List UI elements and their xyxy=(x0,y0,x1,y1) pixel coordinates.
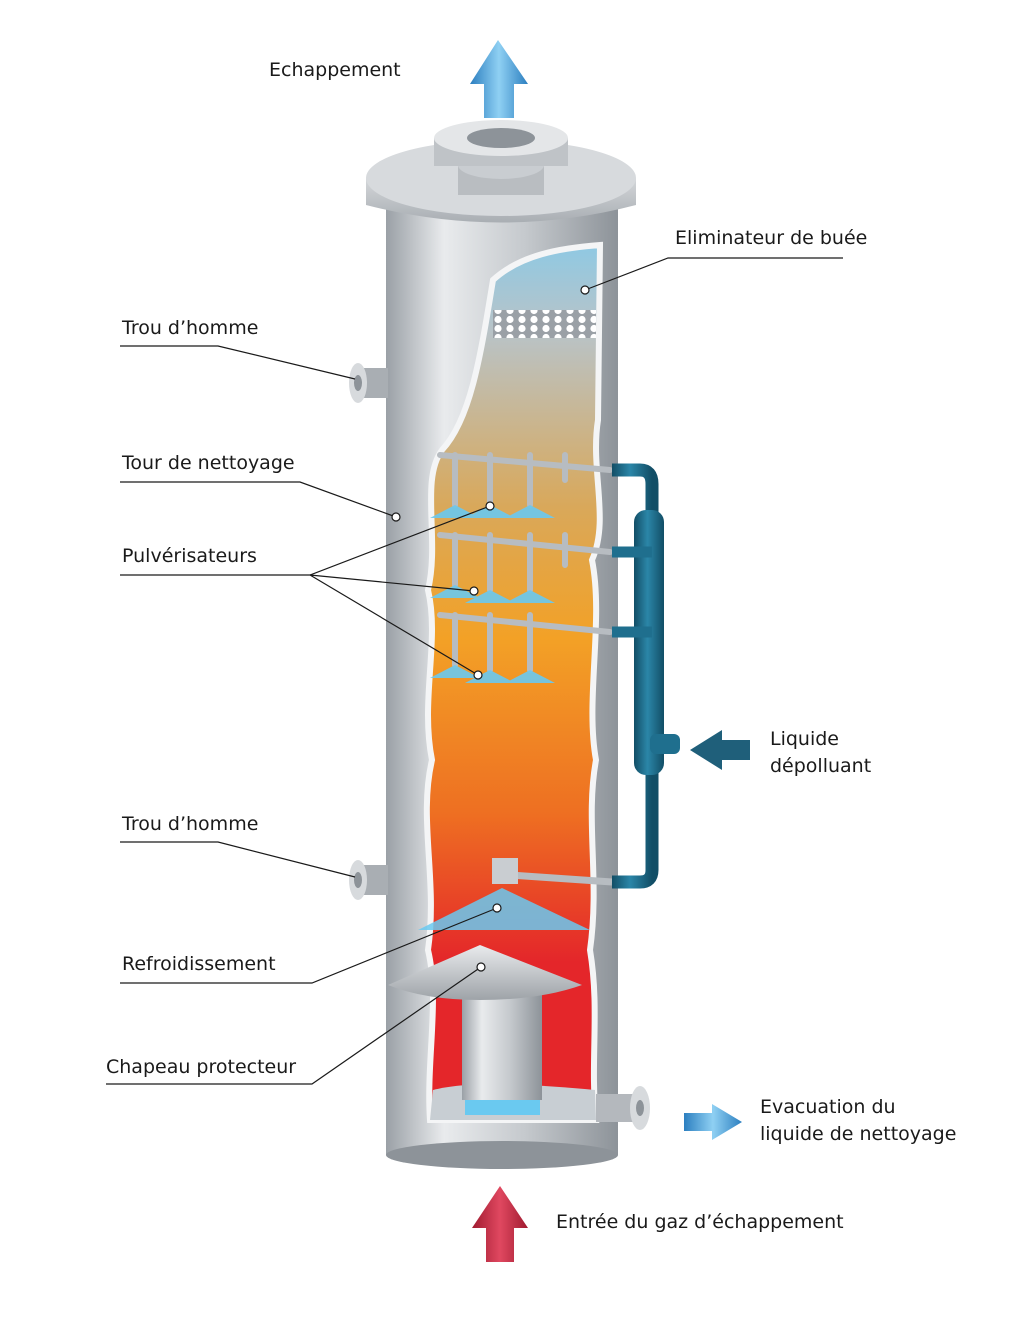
tower-top xyxy=(366,120,636,223)
drain-outlet xyxy=(596,1086,650,1130)
gas-inlet-arrow-icon xyxy=(472,1186,528,1262)
label-gas-inlet: Entrée du gaz d’échappement xyxy=(556,1211,844,1233)
label-manhole-top: Trou d’homme xyxy=(122,317,259,339)
label-mist-eliminator: Eliminateur de buée xyxy=(675,227,868,249)
label-protective-cap: Chapeau protecteur xyxy=(106,1056,297,1078)
drain-arrow-icon xyxy=(684,1104,742,1140)
leader-lines xyxy=(106,257,843,1085)
label-drain: Evacuation du liquide de nettoyage xyxy=(760,1094,956,1148)
sprayer-headers xyxy=(437,452,613,673)
manhole-top xyxy=(349,363,388,403)
label-sprayers: Pulvérisateurs xyxy=(122,545,257,567)
quench-nozzle xyxy=(418,858,613,930)
liquid-in-arrow-icon xyxy=(690,730,750,770)
manhole-bottom xyxy=(349,860,388,900)
label-scrubbing-liquid: Liquide dépolluant xyxy=(770,726,871,780)
label-scrubbing-liquid-line1: Liquide xyxy=(770,728,839,750)
liquid-manifold xyxy=(612,463,680,889)
label-drain-line1: Evacuation du xyxy=(760,1096,896,1118)
label-exhaust: Echappement xyxy=(269,59,401,81)
label-cleaning-tower: Tour de nettoyage xyxy=(122,452,295,474)
label-cooling: Refroidissement xyxy=(122,953,276,975)
label-drain-line2: liquide de nettoyage xyxy=(760,1123,957,1145)
label-manhole-bottom: Trou d’homme xyxy=(122,813,259,835)
label-scrubbing-liquid-line2: dépolluant xyxy=(770,755,872,777)
protective-cap xyxy=(388,945,582,1115)
exhaust-arrow-icon xyxy=(470,40,528,118)
leader-endpoints xyxy=(391,285,590,972)
